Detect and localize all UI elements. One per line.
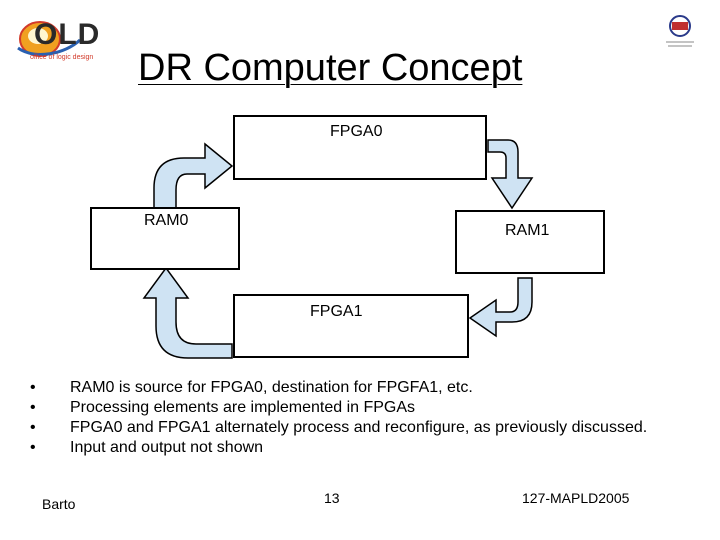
arrow-ram0-to-fpga0 <box>153 142 234 211</box>
page-title: DR Computer Concept <box>138 47 523 89</box>
fpga0-box: FPGA0 <box>233 115 487 180</box>
logo-tagline: office of logic design <box>30 54 94 61</box>
logo-graphic <box>17 21 82 57</box>
ram0-box: RAM0 <box>90 207 240 270</box>
ram1-label: RAM1 <box>505 222 550 239</box>
emblem-icon <box>660 12 700 52</box>
ram0-label: RAM0 <box>144 212 189 229</box>
old-logo: OLD office of logic design <box>10 12 110 67</box>
bullet-icon: • <box>30 379 36 396</box>
list-item: •Processing elements are implemented in … <box>30 399 416 416</box>
logo-letters: OLD <box>34 18 101 51</box>
list-item: •Input and output not shown <box>30 439 264 456</box>
list-item: •RAM0 is source for FPGA0, destination f… <box>30 379 473 396</box>
bullet-icon: • <box>30 419 36 436</box>
bullet-icon: • <box>30 439 36 456</box>
arrow-fpga0-to-ram1 <box>487 139 534 210</box>
fpga1-label: FPGA1 <box>310 303 363 320</box>
ram1-box: RAM1 <box>455 210 605 274</box>
list-item: •FPGA0 and FPGA1 alternately process and… <box>30 419 648 436</box>
arrow-ram1-to-fpga1 <box>468 277 533 338</box>
fpga0-label: FPGA0 <box>330 123 383 140</box>
footer-code: 127-MAPLD2005 <box>522 490 630 506</box>
fpga1-box: FPGA1 <box>233 294 469 358</box>
arrow-fpga1-to-ram0 <box>142 266 233 359</box>
bullet-icon: • <box>30 399 36 416</box>
bullet-list: •RAM0 is source for FPGA0, destination f… <box>30 378 650 458</box>
footer-page-number: 13 <box>324 490 340 506</box>
footer-author: Barto <box>42 496 76 512</box>
